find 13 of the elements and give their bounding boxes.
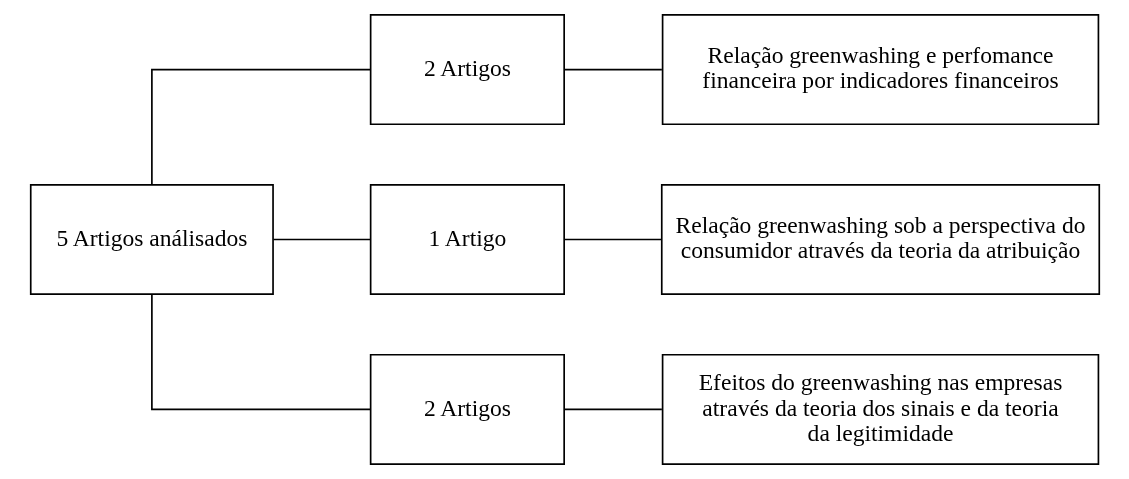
node-box: 5 Artigos análisados [29,183,274,296]
node-box: Efeitos do greenwashing nas empresas através da teoria dos sinais e da teoria da legitimidade [661,353,1099,465]
connector [562,408,663,411]
connector [150,293,371,411]
connector [272,238,371,241]
node-box: 2 Artigos [369,353,565,465]
node-box: 1 Artigo [369,183,565,296]
node-box: Relação greenwashing e perfomance financeira por indicadores financeiros [661,14,1099,126]
node-box: Relação greenwashing sob a perspectiva do consumidor através da teoria da atribuição [660,183,1100,296]
node-box: 2 Artigos [369,14,565,126]
connector [562,68,663,71]
connector [150,68,371,186]
connector [562,238,662,241]
